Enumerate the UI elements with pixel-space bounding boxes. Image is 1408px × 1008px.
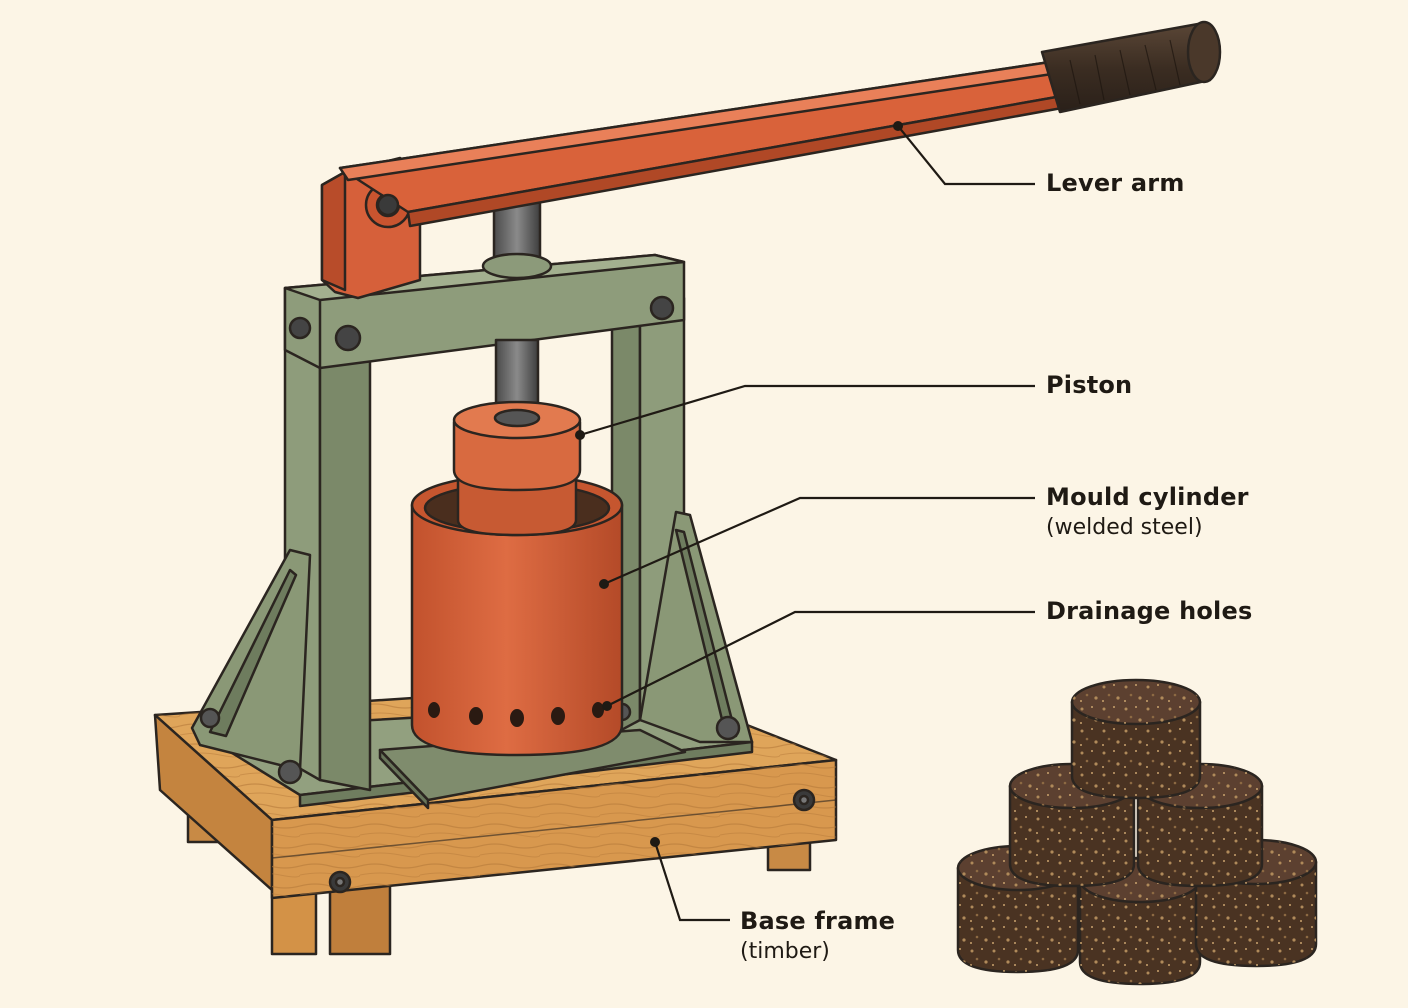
label-base-frame: Base frame (timber) xyxy=(740,907,895,964)
leader-drainage-holes xyxy=(606,610,1035,707)
leader-piston xyxy=(579,384,1035,437)
briquette xyxy=(1070,678,1202,800)
leader-dot xyxy=(602,701,612,711)
leader-dot xyxy=(893,121,903,131)
label-piston-title: Piston xyxy=(1046,371,1133,399)
label-mould-cylinder-title: Mould cylinder xyxy=(1046,483,1249,511)
leader-dot xyxy=(599,579,609,589)
leader-base-frame xyxy=(653,841,730,922)
label-mould-cylinder-subtitle: (welded steel) xyxy=(1046,515,1203,540)
piston-head xyxy=(452,400,582,537)
leader-dot xyxy=(650,837,660,847)
label-lever-arm: Lever arm xyxy=(1046,169,1185,197)
label-mould-cylinder: Mould cylinder (welded steel) xyxy=(1046,483,1249,540)
leader-dot xyxy=(575,430,585,440)
lever-arm xyxy=(338,20,1222,228)
drainage-hole-row xyxy=(428,702,604,727)
briquette-stack xyxy=(956,678,1318,986)
leader-lever-arm xyxy=(897,125,1035,186)
label-piston: Piston xyxy=(1046,371,1132,399)
label-drainage-holes-title: Drainage holes xyxy=(1046,597,1253,625)
label-base-frame-title: Base frame xyxy=(740,907,896,935)
label-base-frame-subtitle: (timber) xyxy=(740,939,830,964)
label-lever-arm-title: Lever arm xyxy=(1046,169,1185,197)
frame-uprights xyxy=(190,286,754,792)
leader-lines xyxy=(579,125,1035,922)
leader-mould-cylinder xyxy=(603,496,1035,586)
label-drainage-holes: Drainage holes xyxy=(1046,597,1252,625)
